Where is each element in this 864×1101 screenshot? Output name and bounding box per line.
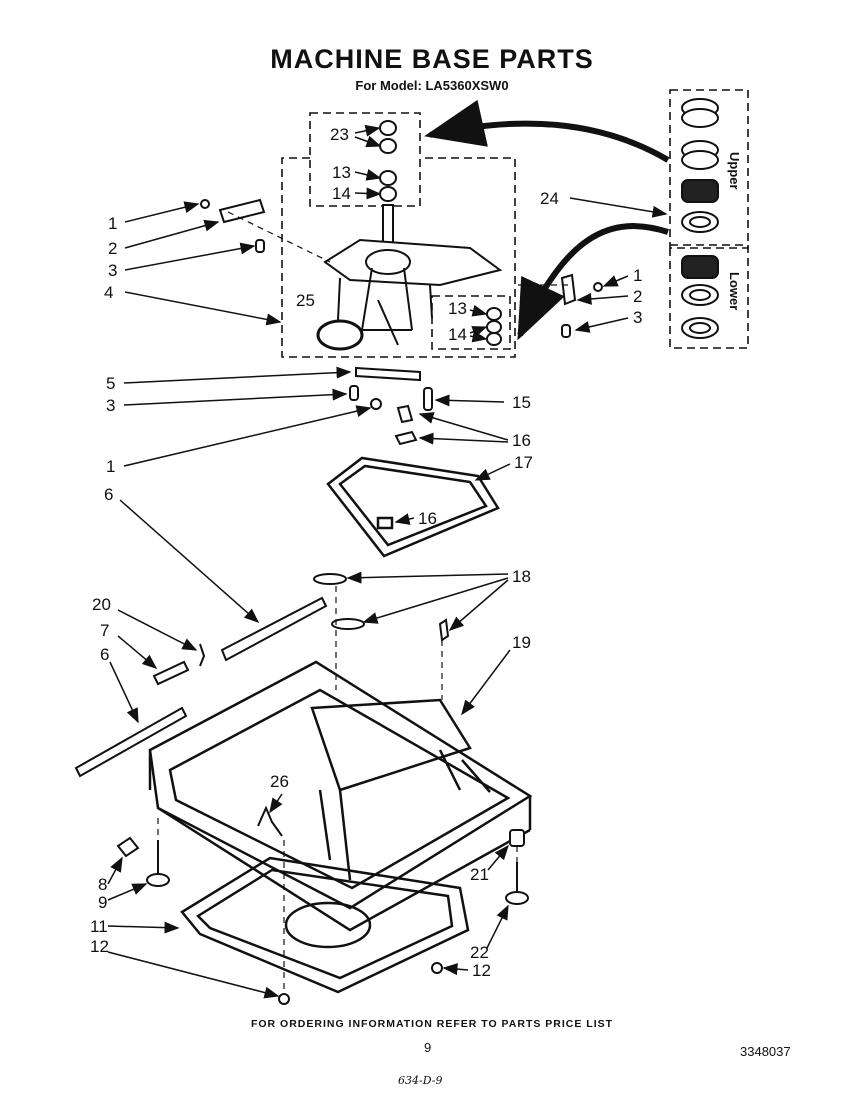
callout-15: 15 xyxy=(512,393,531,412)
centerlines xyxy=(157,211,570,994)
callout-9: 9 xyxy=(98,893,107,912)
callout-25: 25 xyxy=(296,291,315,310)
lower-bearing-set xyxy=(681,255,719,339)
callout-14: 14 xyxy=(332,184,351,203)
callout-3-right: 3 xyxy=(633,308,642,327)
lower-label: Lower xyxy=(727,272,742,310)
callout-1-mid: 1 xyxy=(106,457,115,476)
page-title: MACHINE BASE PARTS xyxy=(270,44,594,74)
curved-arrow-lower xyxy=(517,223,669,341)
callout-8: 8 xyxy=(98,875,107,894)
callout-1-right: 1 xyxy=(633,266,642,285)
callout-12-right: 12 xyxy=(472,961,491,980)
callout-3: 3 xyxy=(108,261,117,280)
callout-2-right: 2 xyxy=(633,287,642,306)
side-strips xyxy=(74,596,328,778)
callout-16-lower: 16 xyxy=(418,509,437,528)
ordering-footer: FOR ORDERING INFORMATION REFER TO PARTS … xyxy=(250,1018,614,1030)
bracket-left xyxy=(200,198,266,253)
callout-4: 4 xyxy=(104,283,113,302)
callout-18: 18 xyxy=(512,567,531,586)
dashed-group-boxes xyxy=(281,89,749,358)
callout-7: 7 xyxy=(100,621,109,640)
callout-22: 22 xyxy=(470,943,489,962)
callout-5: 5 xyxy=(106,374,115,393)
callout-14-right: 14 xyxy=(448,325,467,344)
callout-13: 13 xyxy=(332,163,351,182)
middle-small-parts xyxy=(349,366,433,446)
curved-arrow-upper xyxy=(424,99,670,163)
callout-1: 1 xyxy=(108,214,117,233)
document-number: 3348037 xyxy=(740,1044,791,1059)
callout-13-right: 13 xyxy=(448,299,467,318)
seal-ring-25 xyxy=(316,319,364,351)
callout-12: 12 xyxy=(90,937,109,956)
callout-23: 23 xyxy=(330,125,349,144)
callout-24: 24 xyxy=(540,189,559,208)
leader-lines xyxy=(107,124,668,999)
callout-16: 16 xyxy=(512,431,531,450)
callout-numbers: 1 2 3 4 23 13 14 24 25 1 2 3 13 14 5 3 1… xyxy=(90,125,642,980)
triangle-frame-17 xyxy=(326,456,500,558)
callout-6-lower: 6 xyxy=(100,645,109,664)
clips-18 xyxy=(313,573,450,642)
page-number: 9 xyxy=(424,1040,432,1055)
feet-and-screws xyxy=(116,805,529,1005)
callout-21: 21 xyxy=(470,865,489,884)
callout-17: 17 xyxy=(514,453,533,472)
callout-11: 11 xyxy=(90,917,108,936)
callout-3-mid: 3 xyxy=(106,396,115,415)
callout-2: 2 xyxy=(108,239,117,258)
upper-bearing-set xyxy=(681,98,719,233)
upper-label: Upper xyxy=(727,152,742,190)
callout-26: 26 xyxy=(270,772,289,791)
model-subtitle: For Model: LA5360XSW0 xyxy=(355,78,509,93)
gearcase-assembly xyxy=(323,204,503,346)
bearing-stack-top xyxy=(379,120,502,346)
callout-6: 6 xyxy=(104,485,113,504)
bottom-pan-11 xyxy=(180,856,470,994)
base-frame-19 xyxy=(148,660,533,932)
handwritten-note: 634-D-9 xyxy=(398,1074,443,1087)
bracket-right xyxy=(560,273,603,338)
callout-20: 20 xyxy=(92,595,111,614)
callout-19: 19 xyxy=(512,633,531,652)
